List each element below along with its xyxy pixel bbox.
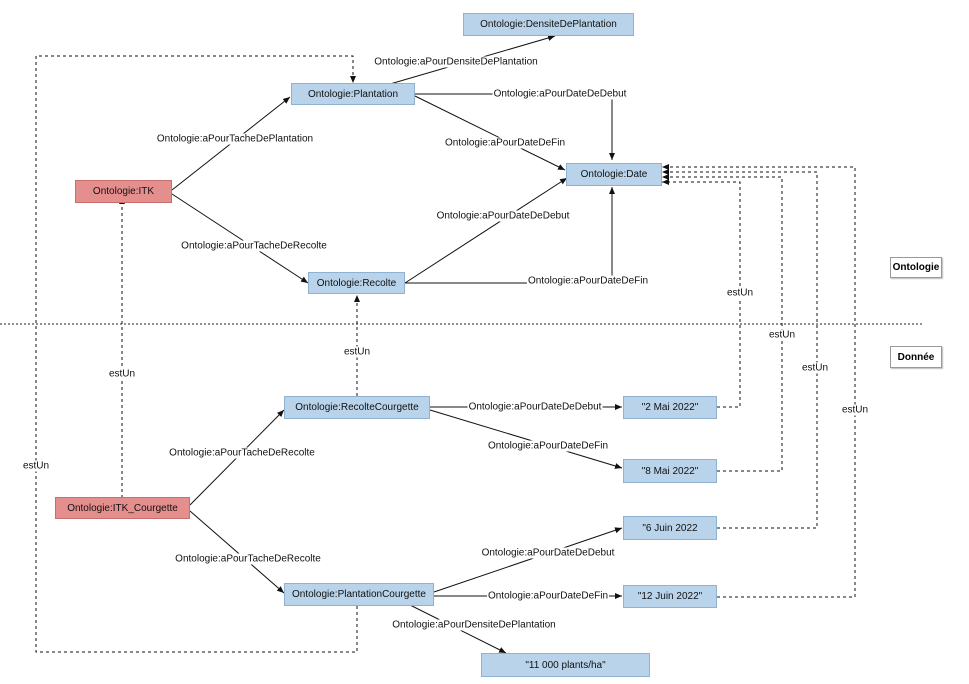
label-estun-8mai: estUn — [767, 329, 797, 341]
node-plantation-courgette[interactable]: Ontologie:PlantationCourgette — [284, 583, 434, 606]
edge-rc-8mai — [429, 409, 623, 469]
edge-recolte-datedebut — [404, 177, 568, 284]
label-plantation-densite: Ontologie:aPourDensiteDePlantation — [373, 56, 539, 68]
label-itkc-tache-recolte-2: Ontologie:aPourTacheDeRecolte — [174, 553, 322, 565]
label-rc-datefin: Ontologie:aPourDateDeFin — [486, 440, 610, 452]
label-itk-tache-plantation: Ontologie:aPourTacheDePlantation — [155, 133, 315, 145]
node-densite-value[interactable]: "11 000 plants/ha" — [481, 653, 650, 677]
node-recolte[interactable]: Ontologie:Recolte — [308, 272, 405, 294]
label-itk-tache-recolte: Ontologie:aPourTacheDeRecolte — [180, 240, 328, 252]
node-date-2-mai[interactable]: "2 Mai 2022" — [623, 396, 717, 419]
edge-itkc-pc — [189, 510, 285, 594]
node-densite-de-plantation[interactable]: Ontologie:DensiteDePlantation — [463, 13, 634, 36]
estun-12juin-date — [662, 164, 856, 598]
edge-pc-6juin — [433, 527, 623, 593]
estun-6juin-date — [662, 169, 818, 529]
node-date-8-mai[interactable]: "8 Mai 2022" — [623, 459, 717, 483]
node-recolte-courgette[interactable]: Ontologie:RecolteCourgette — [284, 396, 430, 419]
estun-pc-plantation — [35, 55, 358, 653]
label-recolte-datedebut: Ontologie:aPourDateDeDebut — [435, 210, 571, 222]
label-plantation-datefin: Ontologie:aPourDateDeFin — [443, 137, 567, 149]
zone-donnee: Donnée — [890, 346, 942, 368]
label-estun-plantation: estUn — [21, 460, 51, 472]
edge-plantation-datefin — [414, 95, 566, 171]
node-date-12-juin[interactable]: "12 Juin 2022" — [623, 585, 717, 608]
label-estun-2mai: estUn — [725, 287, 755, 299]
label-pc-densite: Ontologie:aPourDensiteDePlantation — [391, 619, 557, 631]
node-plantation[interactable]: Ontologie:Plantation — [291, 83, 415, 105]
estun-8mai-date — [662, 174, 783, 472]
label-recolte-datefin: Ontologie:aPourDateDeFin — [526, 275, 650, 287]
edge-itk-recolte — [171, 193, 309, 284]
label-rc-datedebut: Ontologie:aPourDateDeDebut — [467, 401, 603, 413]
label-pc-datefin: Ontologie:aPourDateDeFin — [486, 590, 610, 602]
label-plantation-datedebut: Ontologie:aPourDateDeDebut — [492, 88, 628, 100]
label-pc-datedebut: Ontologie:aPourDateDeDebut — [480, 547, 616, 559]
label-itkc-tache-recolte: Ontologie:aPourTacheDeRecolte — [168, 447, 316, 459]
node-itk-courgette[interactable]: Ontologie:ITK_Courgette — [55, 497, 190, 519]
node-date[interactable]: Ontologie:Date — [566, 163, 662, 186]
zone-ontologie: Ontologie — [890, 257, 942, 278]
label-estun-6juin: estUn — [800, 362, 830, 374]
label-estun-itk: estUn — [107, 368, 137, 380]
label-estun-recolte: estUn — [342, 346, 372, 358]
node-date-6-juin[interactable]: "6 Juin 2022 — [623, 516, 717, 540]
node-itk[interactable]: Ontologie:ITK — [75, 180, 172, 203]
label-estun-12juin: estUn — [840, 404, 870, 416]
